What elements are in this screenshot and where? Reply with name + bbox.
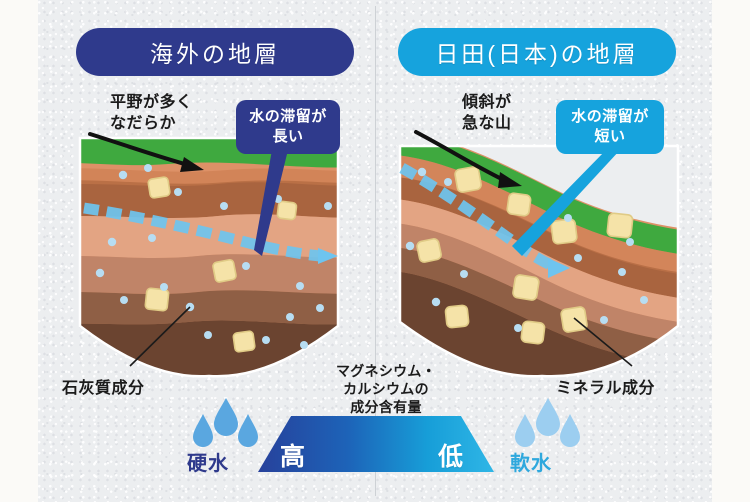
hard-water-label: 硬水: [187, 453, 229, 475]
layer-midbrown: [400, 246, 678, 370]
scale-low-label: 低: [438, 443, 465, 471]
layer-midbrown: [80, 290, 338, 326]
panel-divider: [375, 6, 376, 496]
right-callout: 水の滞留が 短い: [556, 100, 664, 154]
leader-line-lime: [129, 306, 191, 367]
soft-water-drop-icon: [515, 398, 580, 447]
left-callout-tail: [254, 150, 288, 256]
layer-grass: [400, 146, 678, 258]
sky-cut: [400, 146, 678, 232]
layer-darkbrown: [400, 270, 678, 377]
mineral-component-label: ミネラル成分: [556, 380, 656, 397]
strata-outline: [78, 136, 340, 378]
slope-arrow-icon: [88, 132, 204, 172]
left-callout: 水の滞留が 長い: [236, 100, 340, 154]
scale-caption: マグネシウム・ カルシウムの 成分含有量: [335, 363, 437, 415]
water-dot-group: [405, 167, 648, 332]
soft-water-label: 軟水: [510, 453, 552, 475]
mineral-square-icon: [144, 176, 298, 353]
content-gradient-bar: [258, 416, 494, 472]
strata-outline: [398, 144, 680, 378]
drip-icon: [207, 376, 211, 380]
right-panel-title: 日田(日本)の地層: [398, 28, 676, 76]
drip-icon: [540, 376, 544, 380]
layer-tan: [80, 254, 338, 294]
layer-tan: [400, 222, 678, 346]
right-callout-tail: [512, 150, 620, 256]
left-panel-title: 海外の地層: [76, 28, 354, 76]
hard-water-drop-icon: [193, 398, 258, 447]
slope-arrow-icon: [414, 130, 522, 188]
flow-arrow-icon: [83, 202, 338, 264]
left-terrain-note: 平野が多く なだらか: [110, 94, 193, 132]
scale-high-label: 高: [280, 443, 307, 471]
right-terrain-note: 傾斜が 急な山: [462, 94, 512, 132]
calcareous-component-label: 石灰質成分: [62, 380, 145, 397]
mineral-square-icon: [416, 166, 634, 345]
leader-line-mineral: [573, 317, 633, 367]
flow-arrow-icon: [399, 163, 570, 278]
